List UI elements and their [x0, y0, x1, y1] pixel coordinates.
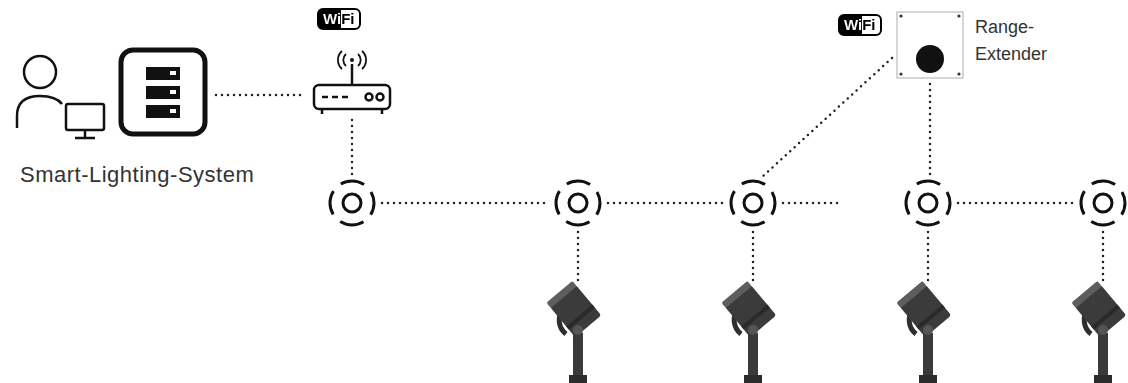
- node-label: Smart-Lighting-System: [20, 162, 254, 188]
- spotlight-icon: [546, 281, 1126, 383]
- range-extender-box: [897, 12, 963, 78]
- wifi-logo-text: WiFi: [323, 10, 355, 27]
- wifi-badge: WiFi: [838, 14, 882, 36]
- wifi-logo-text: WiFi: [844, 16, 876, 33]
- router-icon: [314, 51, 390, 114]
- mesh-node-symbol: [330, 181, 1125, 225]
- user-icon: [17, 56, 104, 138]
- system-group: Smart-Lighting-System: [14, 44, 280, 194]
- dotted-link: [216, 58, 1103, 286]
- node-label: Range- Extender: [975, 14, 1055, 68]
- server-icon: [121, 50, 205, 134]
- range-extender: Range- Extender: [897, 12, 963, 78]
- wifi-badge: WiFi: [317, 8, 361, 30]
